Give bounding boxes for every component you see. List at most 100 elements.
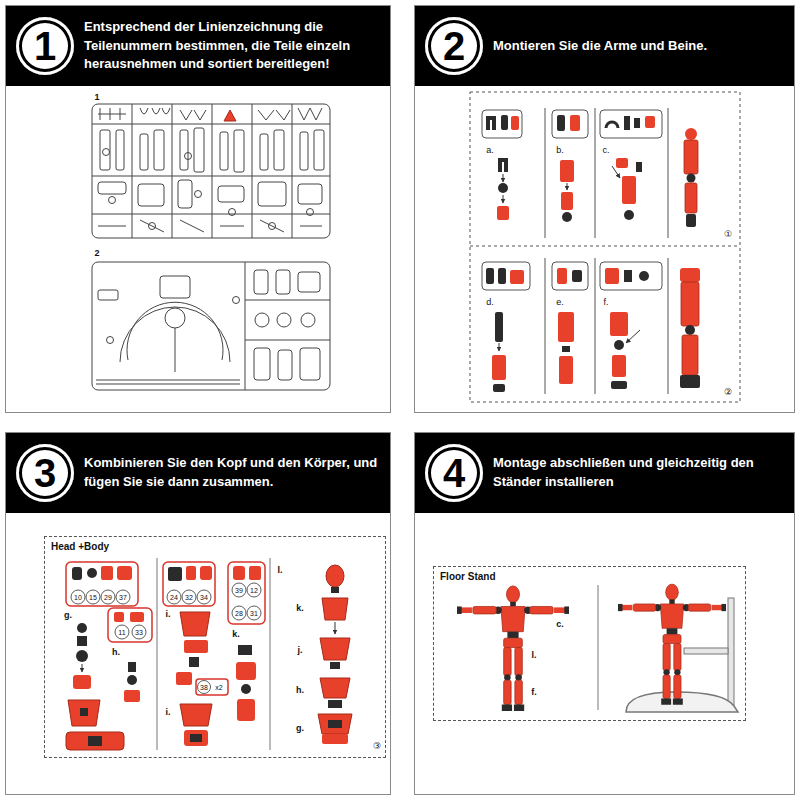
leg-parts (493, 384, 505, 392)
sprue-drawing (92, 124, 330, 125)
body-parts (124, 690, 140, 702)
body-parts (186, 566, 196, 580)
assembly-frame (595, 258, 596, 394)
sprue-drawing (276, 270, 290, 294)
sprue-drawing (252, 104, 253, 238)
body-parts (73, 675, 91, 689)
arm-parts (498, 183, 508, 193)
arm-parts (562, 212, 572, 222)
sprue-drawing (103, 149, 110, 156)
sprue-drawing (100, 130, 110, 170)
body-parts (76, 650, 88, 662)
sprue-drawing (107, 337, 114, 344)
assembly-frame (552, 110, 588, 138)
body-parts (320, 638, 350, 660)
sprue-drawing (258, 182, 286, 206)
sprue-drawing (180, 130, 188, 170)
body-parts (184, 730, 208, 746)
floor-stand (684, 648, 728, 654)
assembly-frame (598, 585, 599, 710)
callout-circle (232, 606, 246, 620)
sprue-drawing (92, 104, 330, 238)
assembly-frame (598, 585, 599, 710)
floor-stand (618, 584, 738, 712)
sprue-drawing (314, 130, 324, 170)
leg-parts (492, 355, 506, 380)
sprue-drawing (98, 220, 322, 232)
callout-circle (232, 583, 246, 597)
page-number: ③ (373, 742, 381, 751)
body-parts (176, 672, 192, 685)
body-parts (130, 612, 144, 622)
sprue-drawing (195, 191, 202, 198)
arm-parts (486, 115, 698, 227)
sprue-drawing (233, 297, 240, 304)
step-number: 2 (425, 17, 483, 75)
step-letter: h. (112, 648, 120, 657)
assembly-frame (668, 258, 669, 394)
leg-parts (562, 346, 570, 352)
arm-parts (624, 210, 634, 220)
sprue-drawing (301, 313, 315, 327)
callout-number: 38 (200, 684, 208, 691)
arm-parts (684, 128, 698, 227)
assembly-frame (668, 108, 669, 238)
assembly-frame (595, 108, 596, 238)
sprue-drawing (224, 110, 236, 121)
sprue-drawing (116, 130, 124, 170)
sprue-drawing (245, 300, 330, 301)
leg-parts (557, 268, 567, 284)
step-instruction: Kombinieren Sie den Kopf und den Körper,… (84, 454, 382, 492)
sprue-drawing (292, 104, 293, 238)
callout-circle (167, 590, 181, 604)
callout-circle (101, 590, 115, 604)
arm-parts (498, 158, 508, 172)
step-letter: k. (232, 630, 240, 639)
sprue-drawing (212, 104, 213, 238)
body-parts (184, 640, 208, 653)
sprue-drawing (234, 130, 244, 172)
assembly-frame (482, 262, 530, 290)
sprue-drawing (92, 262, 330, 390)
body-parts (238, 645, 252, 655)
assembly-frame (600, 110, 662, 138)
sprue-drawing (140, 134, 148, 170)
sprue-drawing (185, 153, 192, 160)
leg-parts (495, 312, 503, 342)
body-parts (66, 565, 352, 750)
step-number-text: 2 (443, 26, 465, 66)
step-instruction: Montieren Sie die Arme und Beine. (493, 37, 786, 56)
step-letter: l. (531, 651, 536, 660)
leg-parts (499, 343, 500, 351)
sprue-drawing (307, 209, 314, 216)
sprue-drawing (245, 340, 330, 341)
leg-parts (612, 355, 626, 377)
step-panel: Kombinieren Sie den Kopf und den Körper,… (5, 432, 391, 795)
leg-parts (605, 268, 619, 284)
leg-parts (572, 270, 582, 282)
assembly-frame (470, 92, 740, 402)
callout-number: 11 (118, 629, 125, 636)
leg-parts (614, 340, 624, 350)
arm-parts (616, 158, 628, 168)
arm-parts (606, 122, 618, 128)
assembly-frame (270, 558, 271, 750)
step-number: 1 (16, 17, 74, 75)
sprue-drawing (278, 350, 292, 380)
sprue-drawing (260, 134, 268, 170)
arm-parts (486, 116, 496, 130)
callout-circle (71, 583, 261, 694)
assembly-frame (482, 110, 522, 138)
step-letter: k. (296, 604, 304, 613)
group-title: Head +Body (51, 541, 109, 552)
body-parts (114, 612, 124, 622)
sprue-drawing (132, 104, 133, 238)
callout-number: 39 (235, 587, 243, 594)
sprue-drawing (218, 186, 244, 202)
body-parts (128, 662, 136, 672)
callout-number: 31 (250, 610, 258, 617)
quantity-note: x2 (215, 684, 222, 691)
arm-parts (561, 192, 573, 210)
sprue-drawing (277, 313, 291, 327)
sprue-drawing (98, 108, 126, 120)
